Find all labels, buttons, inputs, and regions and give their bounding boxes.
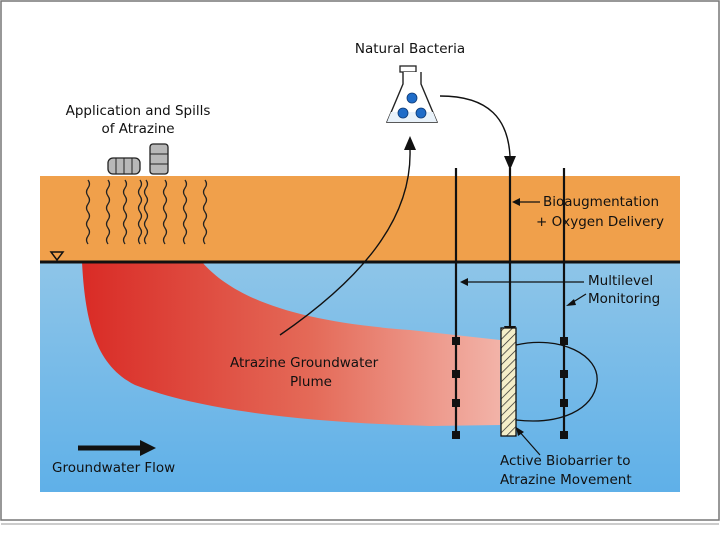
application-label-line1: Application and Spills bbox=[66, 103, 211, 119]
bacteria-to-well-arrow bbox=[439, 95, 511, 157]
monitoring-well-right-ports bbox=[560, 337, 568, 439]
flask-icon bbox=[385, 65, 439, 123]
plume-label-line1: Atrazine Groundwater bbox=[230, 355, 379, 371]
monitoring-leader-left-head bbox=[460, 278, 468, 286]
natural-bacteria-label: Natural Bacteria bbox=[355, 41, 465, 57]
outer-frame bbox=[0, 0, 720, 521]
groundwater-flow-label: Groundwater Flow bbox=[52, 460, 175, 476]
bioaugmentation-label-line1: Bioaugmentation bbox=[543, 194, 659, 210]
biobarrier-leader bbox=[517, 429, 541, 456]
plume-label-line2: Plume bbox=[290, 374, 332, 390]
bioaugmentation-leader-head bbox=[512, 198, 520, 206]
biobarrier-leader-head bbox=[516, 427, 524, 436]
plume-to-bacteria-arrow bbox=[279, 149, 411, 336]
application-label-line2: of Atrazine bbox=[101, 121, 174, 137]
biobarrier bbox=[500, 327, 517, 437]
biobarrier-label-line2: Atrazine Movement bbox=[500, 472, 632, 488]
monitoring-label-line1: Multilevel bbox=[588, 273, 653, 289]
infiltration-lines bbox=[85, 179, 208, 245]
atrazine-plume bbox=[82, 262, 500, 426]
flow-arrowhead bbox=[140, 440, 156, 456]
monitoring-well-left-ports bbox=[452, 337, 460, 439]
monitoring-leader-right-head bbox=[566, 299, 576, 306]
drum-icon bbox=[107, 157, 141, 175]
barrel-icon bbox=[149, 143, 169, 175]
arrowhead-down bbox=[504, 156, 516, 170]
monitoring-label-line2: Monitoring bbox=[588, 291, 660, 307]
biobarrier-label-line1: Active Biobarrier to bbox=[500, 453, 630, 469]
recirculation-loop bbox=[515, 341, 598, 422]
bioaugmentation-label-line2: + Oxygen Delivery bbox=[536, 214, 664, 230]
arrowhead-up bbox=[404, 136, 416, 150]
water-table-icon bbox=[49, 251, 65, 262]
